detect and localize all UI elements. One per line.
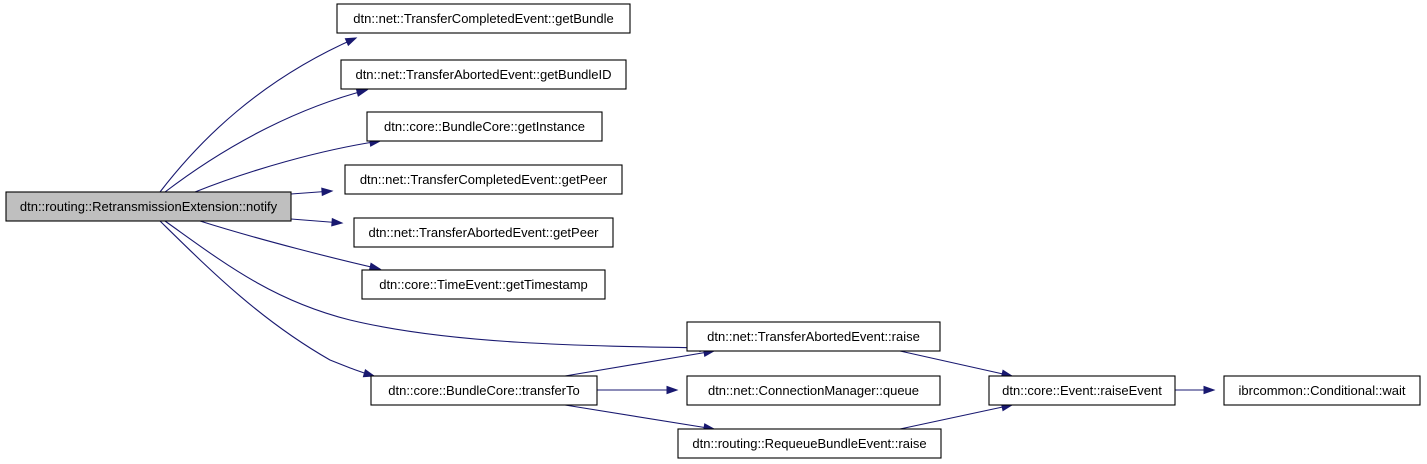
edge-line xyxy=(159,220,375,377)
edge-line xyxy=(164,89,368,193)
edge-notify-to-ta_getBundleID xyxy=(164,88,369,193)
node-label: dtn::net::TransferAbortedEvent::raise xyxy=(707,329,920,344)
edge-notify-to-tc_getBundle xyxy=(159,37,358,193)
node-cond_wait[interactable]: ibrcommon::Conditional::wait xyxy=(1223,375,1421,406)
node-notify[interactable]: dtn::routing::RetransmissionExtension::n… xyxy=(5,191,292,222)
node-label: dtn::net::ConnectionManager::queue xyxy=(708,383,919,398)
node-label: dtn::core::Event::raiseEvent xyxy=(1002,383,1162,398)
edge-line xyxy=(159,37,357,193)
node-box xyxy=(340,59,627,90)
edge-line xyxy=(899,350,1013,377)
node-box xyxy=(370,375,598,406)
edge-line xyxy=(164,220,711,349)
node-tc_getPeer[interactable]: dtn::net::TransferCompletedEvent::getPee… xyxy=(344,164,623,195)
node-label: dtn::routing::RequeueBundleEvent::raise xyxy=(692,436,926,451)
edge-ta_raise-to-ev_raiseEvent xyxy=(899,350,1014,378)
node-box xyxy=(677,428,942,459)
node-te_getTimestamp[interactable]: dtn::core::TimeEvent::getTimestamp xyxy=(361,269,606,300)
edge-line xyxy=(564,350,715,377)
node-box xyxy=(344,164,623,195)
node-ta_getPeer[interactable]: dtn::net::TransferAbortedEvent::getPeer xyxy=(353,217,614,248)
node-ta_getBundleID[interactable]: dtn::net::TransferAbortedEvent::getBundl… xyxy=(340,59,627,90)
node-box xyxy=(686,375,941,406)
edge-bc_transferTo-to-cm_queue xyxy=(597,385,679,395)
nodes-layer: dtn::routing::RetransmissionExtension::n… xyxy=(5,3,1421,459)
node-box xyxy=(1223,375,1421,406)
node-label: dtn::routing::RetransmissionExtension::n… xyxy=(20,199,278,214)
arrowhead-icon xyxy=(1203,385,1216,395)
node-label: dtn::net::TransferCompletedEvent::getPee… xyxy=(360,172,608,187)
node-box xyxy=(366,111,603,142)
arrowhead-icon xyxy=(368,262,382,271)
edge-notify-to-tc_getPeer xyxy=(290,187,334,197)
edge-line xyxy=(564,404,715,430)
node-box xyxy=(353,217,614,248)
edge-line xyxy=(194,140,381,193)
node-box xyxy=(336,3,631,34)
arrowhead-icon xyxy=(344,37,358,47)
node-label: dtn::core::BundleCore::getInstance xyxy=(384,119,585,134)
node-label: dtn::net::TransferAbortedEvent::getBundl… xyxy=(355,67,611,82)
node-label: dtn::net::TransferCompletedEvent::getBun… xyxy=(353,11,613,26)
edge-notify-to-te_getTimestamp xyxy=(199,220,382,271)
node-rq_raise[interactable]: dtn::routing::RequeueBundleEvent::raise xyxy=(677,428,942,459)
node-box xyxy=(988,375,1176,406)
node-ev_raiseEvent[interactable]: dtn::core::Event::raiseEvent xyxy=(988,375,1176,406)
node-box xyxy=(361,269,606,300)
arrowhead-icon xyxy=(362,368,376,378)
edge-rq_raise-to-ev_raiseEvent xyxy=(899,402,1014,430)
node-bc_getInstance[interactable]: dtn::core::BundleCore::getInstance xyxy=(366,111,603,142)
node-label: dtn::net::TransferAbortedEvent::getPeer xyxy=(368,225,599,240)
arrowhead-icon xyxy=(331,217,344,227)
node-bc_transferTo[interactable]: dtn::core::BundleCore::transferTo xyxy=(370,375,598,406)
node-cm_queue[interactable]: dtn::net::ConnectionManager::queue xyxy=(686,375,941,406)
edge-bc_transferTo-to-ta_raise xyxy=(564,348,716,377)
node-tc_getBundle[interactable]: dtn::net::TransferCompletedEvent::getBun… xyxy=(336,3,631,34)
arrowhead-icon xyxy=(355,88,369,97)
node-label: dtn::core::BundleCore::transferTo xyxy=(388,383,580,398)
edge-line xyxy=(899,404,1013,430)
node-ta_raise[interactable]: dtn::net::TransferAbortedEvent::raise xyxy=(686,321,941,352)
node-box xyxy=(5,191,292,222)
edge-ev_raiseEvent-to-cond_wait xyxy=(1175,385,1216,395)
edge-notify-to-bc_transferTo xyxy=(159,220,376,378)
node-box xyxy=(686,321,941,352)
arrowhead-icon xyxy=(321,187,334,197)
edge-notify-to-ta_getPeer xyxy=(290,217,344,227)
edges-layer xyxy=(159,37,1216,432)
arrowhead-icon xyxy=(666,385,679,395)
node-label: dtn::core::TimeEvent::getTimestamp xyxy=(379,277,588,292)
edge-bc_transferTo-to-rq_raise xyxy=(564,404,716,432)
node-label: ibrcommon::Conditional::wait xyxy=(1239,383,1406,398)
edge-line xyxy=(199,220,381,270)
